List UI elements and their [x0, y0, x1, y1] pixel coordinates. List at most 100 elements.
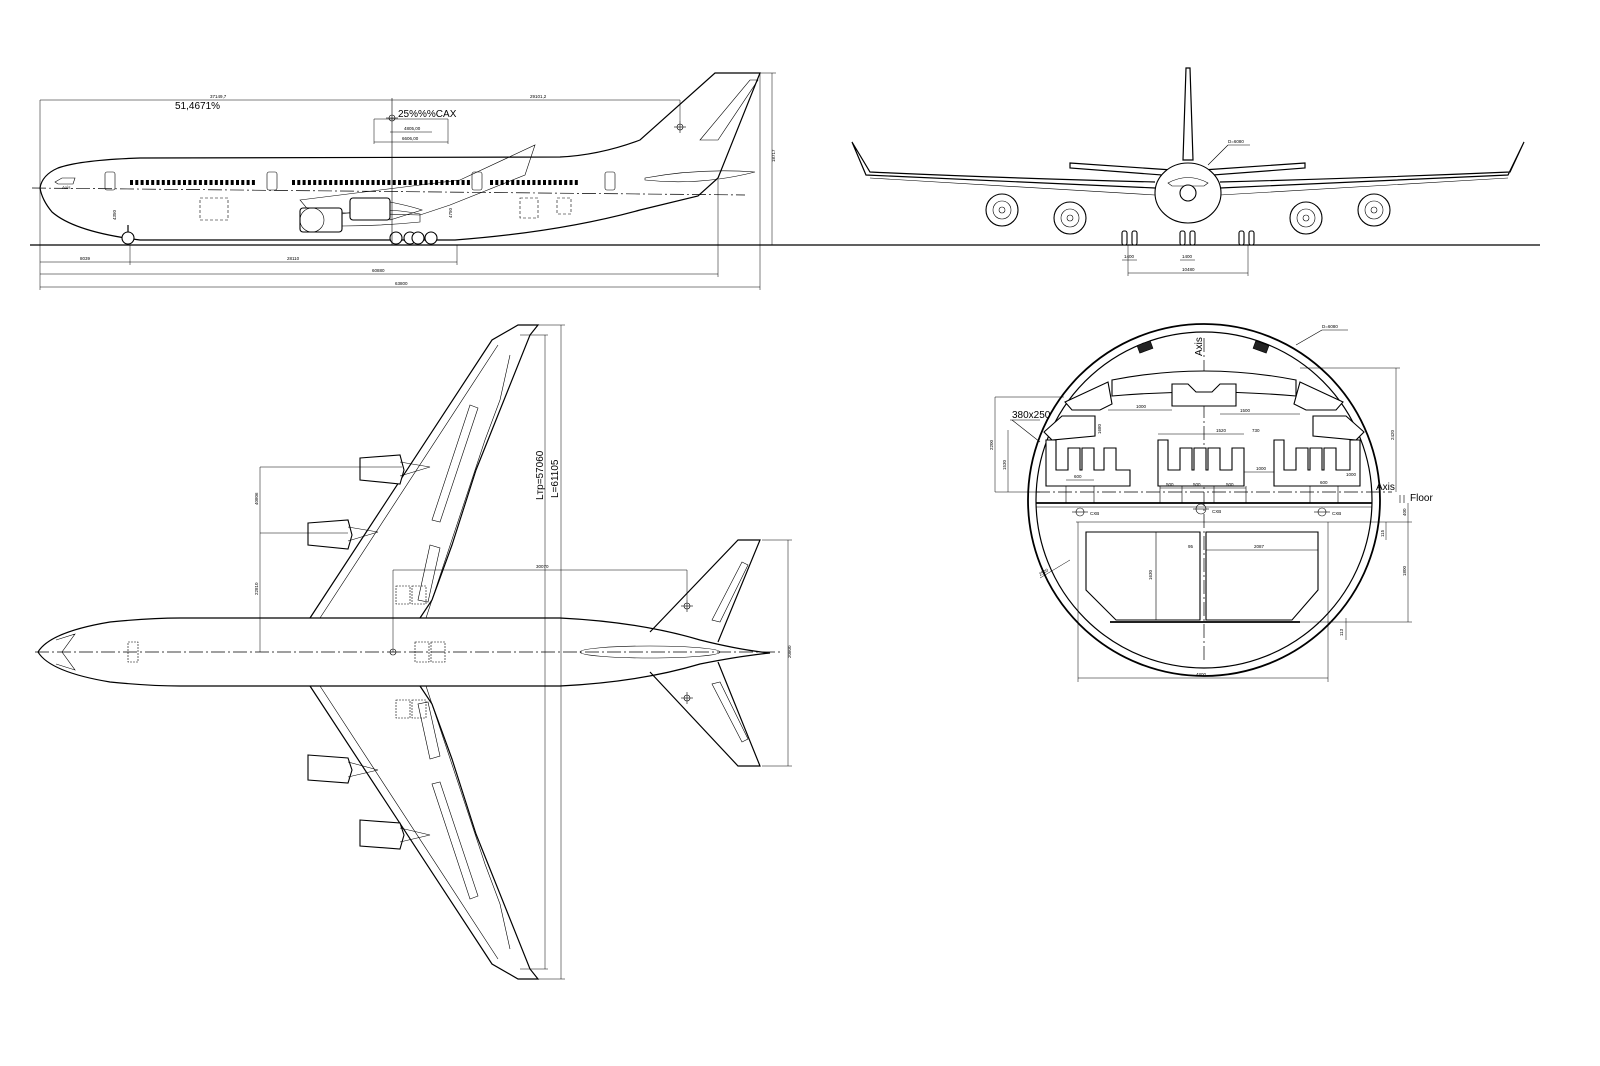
window: [495, 180, 499, 185]
window: [220, 180, 224, 185]
window: [461, 180, 465, 185]
window: [521, 180, 525, 185]
window: [140, 180, 144, 185]
window: [511, 180, 515, 185]
dim-mac-inner: 4805,00: [404, 126, 421, 131]
svg-text:730: 730: [1252, 428, 1260, 433]
svg-text:600: 600: [1320, 480, 1328, 485]
plan-engines: [307, 454, 431, 850]
svg-text:400: 400: [1402, 508, 1407, 516]
svg-text:1000: 1000: [1136, 404, 1147, 409]
window: [387, 180, 391, 185]
window: [183, 180, 186, 185]
plan-span-ref: Lтр=57060: [535, 450, 546, 500]
window: [230, 180, 234, 185]
svg-text:40806: 40806: [254, 492, 259, 505]
bin-left: [1064, 381, 1113, 411]
side-engine-outer: [299, 207, 421, 233]
cg-label: 25%%%CAX: [398, 109, 457, 120]
section-axis-v-label: Axis: [1194, 337, 1205, 356]
front-view: D=6080 1400 1400 10480: [851, 67, 1525, 276]
window: [198, 180, 202, 185]
side-centerline: [31, 187, 746, 196]
plan-htail-lower: [649, 661, 761, 767]
window: [543, 180, 546, 185]
window: [225, 180, 229, 185]
window: [537, 180, 541, 185]
svg-text:1400: 1400: [1182, 254, 1193, 259]
window: [558, 180, 562, 185]
window: [209, 180, 213, 185]
window: [392, 180, 396, 185]
window: [135, 180, 139, 185]
svg-text:500: 500: [1166, 482, 1174, 487]
svg-text:22810: 22810: [254, 582, 259, 595]
plan-htail-upper: [649, 539, 761, 643]
dim-main-gear-h: 4750: [448, 207, 453, 218]
window: [527, 180, 531, 185]
svg-text:1000: 1000: [1346, 472, 1357, 477]
plan-markers: [389, 600, 693, 704]
section-axis-h-label: Axis: [1376, 482, 1395, 493]
window: [156, 180, 160, 185]
front-cockpit: [1167, 177, 1209, 187]
svg-text:2420: 2420: [1390, 429, 1395, 440]
svg-text:500: 500: [1226, 482, 1234, 487]
window: [451, 180, 454, 185]
svg-text:1800: 1800: [1402, 565, 1407, 576]
window: [553, 180, 557, 185]
svg-text:1400: 1400: [1124, 254, 1135, 259]
duct-size-label: 380x250: [1012, 410, 1051, 421]
door-2: [266, 171, 278, 191]
dim-height: 18717: [771, 149, 776, 162]
window: [345, 180, 348, 185]
svg-text:CXB: CXB: [1090, 511, 1099, 516]
window: [236, 180, 239, 185]
window: [334, 180, 338, 185]
window: [532, 180, 536, 185]
window: [429, 180, 433, 185]
plan-view: 40806 22810 30070 20800 Lтр=57060 L=6110…: [35, 324, 792, 980]
window: [167, 180, 171, 185]
duct-right: [1252, 340, 1270, 354]
svg-text:2200: 2200: [989, 439, 994, 450]
window: [505, 180, 509, 185]
svg-text:30070: 30070: [536, 564, 549, 569]
window: [241, 180, 245, 185]
svg-text:113: 113: [1339, 628, 1344, 636]
window: [204, 180, 208, 185]
svg-text:2520: 2520: [1038, 567, 1050, 577]
window-row: [130, 180, 578, 185]
window: [403, 180, 407, 185]
svg-text:95: 95: [1188, 544, 1194, 549]
door-4: [604, 171, 616, 191]
front-engines: [985, 193, 1391, 235]
dim-nose-gear: 8039: [80, 256, 91, 261]
plan-wing-lower: [309, 685, 540, 980]
cargo-door-fwd: [199, 197, 229, 221]
svg-text:115: 115: [1380, 529, 1385, 537]
svg-text:1530: 1530: [1002, 459, 1007, 470]
window: [445, 180, 449, 185]
section-inner-skin: [1035, 331, 1373, 669]
window: [329, 180, 333, 185]
svg-text:1680: 1680: [1097, 423, 1102, 434]
svg-text:600: 600: [1074, 474, 1082, 479]
svg-text:1500: 1500: [1240, 408, 1251, 413]
window: [350, 180, 354, 185]
plan-dimensions: 40806 22810 30070 20800 Lтр=57060 L=6110…: [254, 324, 792, 980]
window: [413, 180, 417, 185]
front-wing: [851, 141, 1525, 189]
window: [419, 180, 423, 185]
window: [408, 180, 412, 185]
center-ceiling: [1111, 370, 1297, 397]
mac-percent: 51,4671%: [175, 101, 220, 112]
front-dimensions: 1400 1400 10480: [1122, 245, 1249, 276]
plan-nose-gear-bay: [127, 641, 139, 663]
window: [516, 180, 520, 185]
cargo-door-bulk: [556, 197, 572, 215]
side-bin-right: [1312, 415, 1365, 441]
dim-overall: 63800: [395, 281, 408, 286]
bin-right: [1293, 381, 1344, 411]
